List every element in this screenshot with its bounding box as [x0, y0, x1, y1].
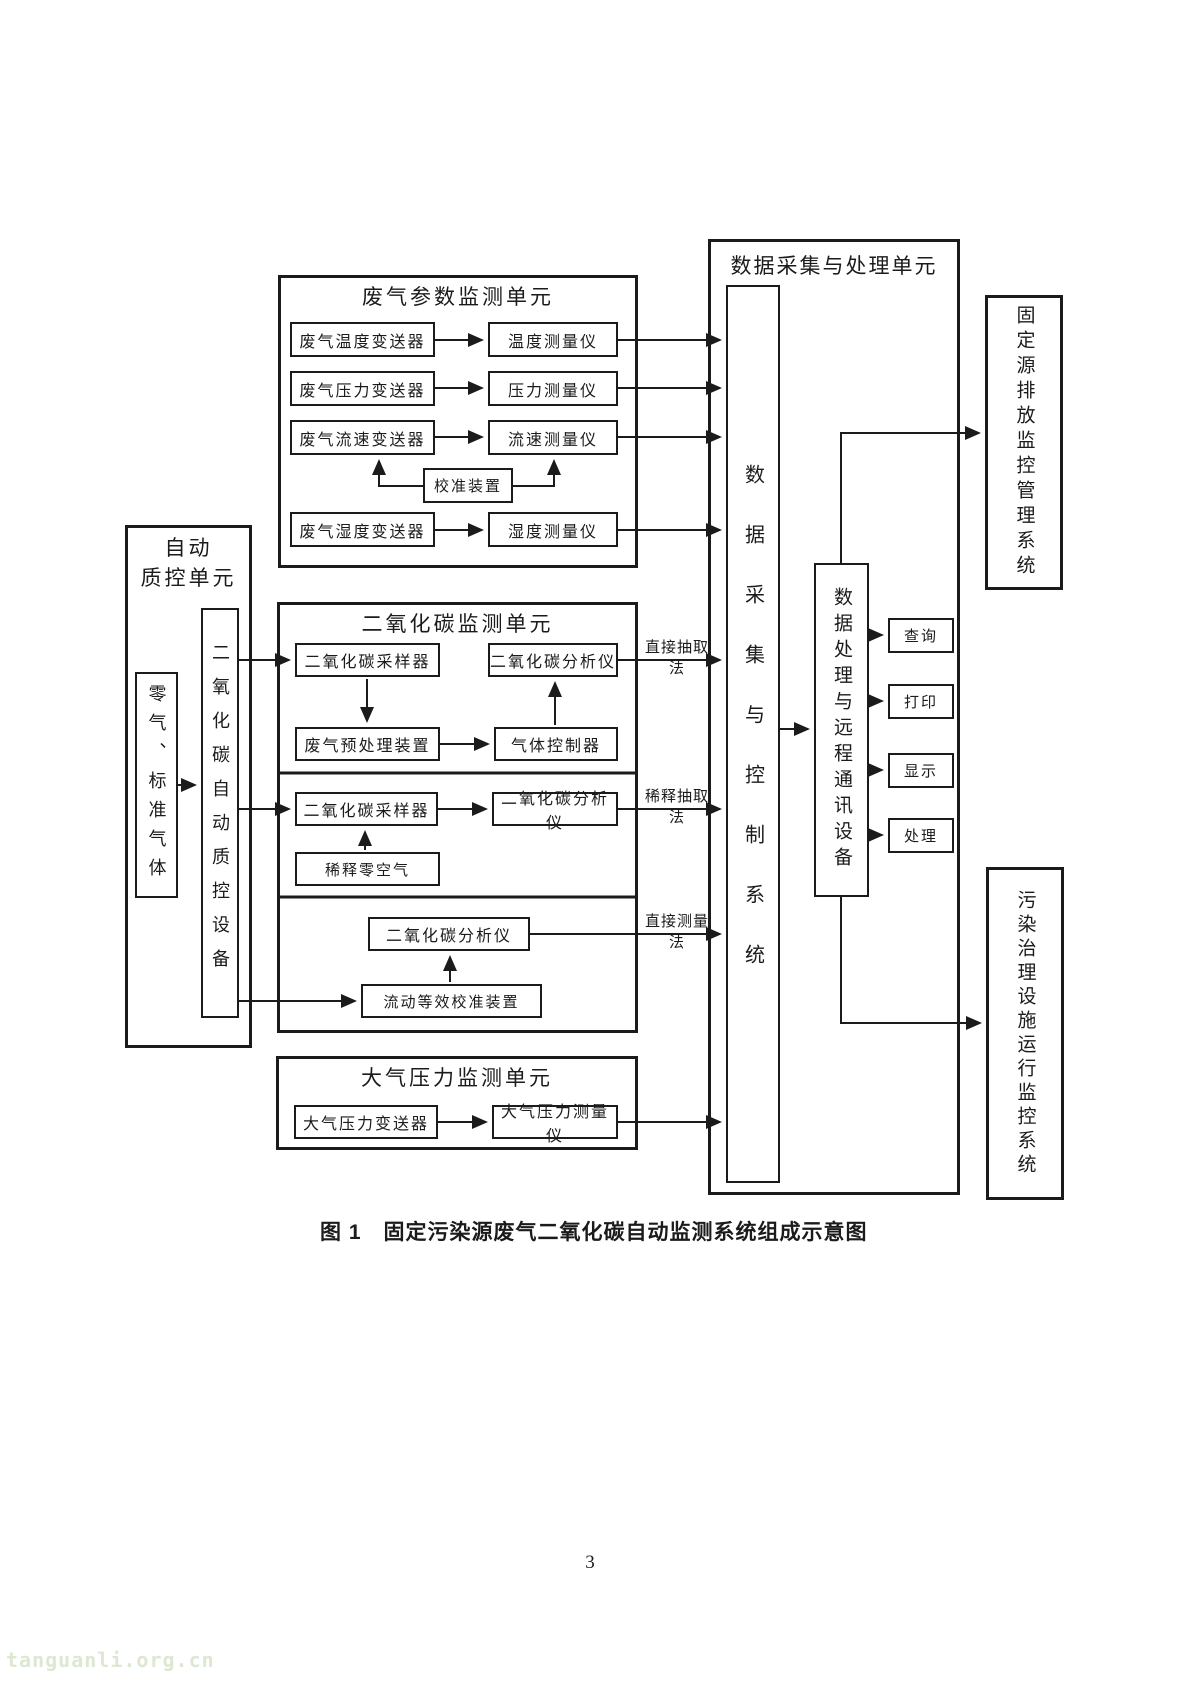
pollution-ops-system-box: 污染治理设施运行监控系统 [986, 867, 1064, 1200]
gas-controller-box: 气体控制器 [494, 727, 618, 761]
velocity-meter-box: 流速测量仪 [488, 420, 618, 455]
humidity-meter-box: 湿度测量仪 [488, 512, 618, 547]
calibration-device-box: 校准装置 [423, 468, 513, 503]
gas-param-unit-box [278, 275, 638, 568]
atm-pressure-meter-box: 大气压力测量仪 [492, 1104, 618, 1145]
dilution-zero-air-box: 稀释零空气 [295, 852, 440, 886]
figure-caption: 图 1 固定污染源废气二氧化碳自动监测系统组成示意图 [320, 1221, 868, 1244]
temp-meter-box: 温度测量仪 [488, 322, 618, 357]
emission-mgmt-system-box: 固定源排放监控管理系统 [985, 295, 1063, 590]
gas-param-unit-title: 废气参数监测单元 [362, 285, 554, 309]
temp-transmitter-box: 废气温度变送器 [290, 322, 435, 357]
daq-unit-title: 数据采集与处理单元 [730, 254, 938, 278]
site-watermark: tanguanli.org.cn [6, 1648, 215, 1672]
co2-analyzer1-box: 二氧化碳分析仪 [488, 643, 618, 677]
co2-sampler1-box: 二氧化碳采样器 [295, 643, 440, 677]
method-label-direct-extraction: 直接抽取法 [644, 640, 709, 677]
co2-analyzer2-box: 二氧化碳分析仪 [492, 791, 618, 832]
co2-unit-title: 二氧化碳监测单元 [361, 612, 554, 636]
page-number: 3 [585, 1552, 595, 1573]
atm-pressure-transmitter-box: 大气压力变送器 [294, 1105, 438, 1139]
zero-gas-box: 零气、标准气体 [135, 672, 178, 898]
method-label-dilution-extraction: 稀释抽取法 [644, 789, 709, 826]
daq-control-system-box: 数据采集与控制系统 [726, 285, 780, 1183]
method-label-direct-measurement: 直接测量法 [644, 914, 709, 951]
humidity-transmitter-box: 废气湿度变送器 [290, 512, 435, 547]
pressure-transmitter-box: 废气压力变送器 [290, 371, 435, 406]
function-display-box: 显示 [888, 753, 954, 788]
pretreatment-box: 废气预处理装置 [295, 727, 440, 761]
auto-qc-unit-title: 自动 质控单元 [140, 536, 237, 591]
co2-sampler2-box: 二氧化碳采样器 [295, 792, 438, 826]
pressure-meter-box: 压力测量仪 [488, 371, 618, 406]
velocity-transmitter-box: 废气流速变送器 [290, 420, 435, 455]
function-query-box: 查询 [888, 618, 954, 653]
auto-qc-unit-box [125, 525, 252, 1048]
atm-pressure-unit-box [276, 1056, 638, 1150]
atm-pressure-unit-title: 大气压力监测单元 [361, 1066, 553, 1090]
flow-calibration-box: 流动等效校准装置 [361, 984, 542, 1018]
function-process-box: 处理 [888, 818, 954, 853]
data-comm-device-box: 数据处理与远程通讯设备 [814, 563, 869, 897]
daq-unit-box [708, 239, 960, 1195]
co2-qc-device-box: 二氧化碳自动质控设备 [201, 608, 239, 1018]
co2-analyzer3-box: 二氧化碳分析仪 [368, 917, 530, 951]
function-print-box: 打印 [888, 684, 954, 719]
co2-unit-box [277, 602, 638, 1033]
